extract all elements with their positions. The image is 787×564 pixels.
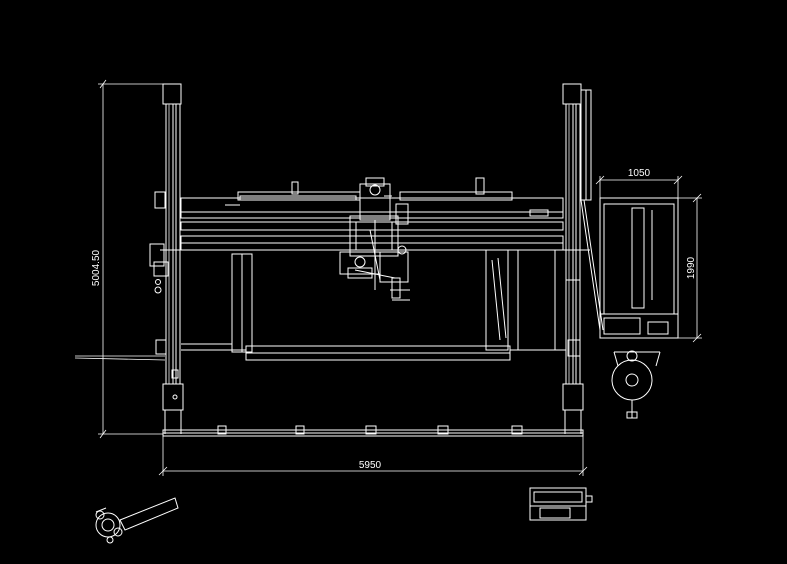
bottom-left-component <box>95 497 179 544</box>
dimension-cabinet-width: 1050 <box>628 168 651 179</box>
side-device <box>611 350 661 419</box>
bottom-rail <box>162 425 584 437</box>
dimension-lines <box>74 79 702 476</box>
right-column <box>562 83 604 434</box>
cutting-head <box>339 177 410 301</box>
dimension-overall-height: 5004.50 <box>91 249 102 286</box>
dimension-cabinet-height: 1990 <box>686 256 697 279</box>
control-cabinet <box>599 197 679 339</box>
left-column <box>149 83 184 434</box>
dimension-overall-width: 5950 <box>359 460 382 471</box>
bottom-right-component <box>529 487 593 521</box>
work-table <box>181 249 566 361</box>
